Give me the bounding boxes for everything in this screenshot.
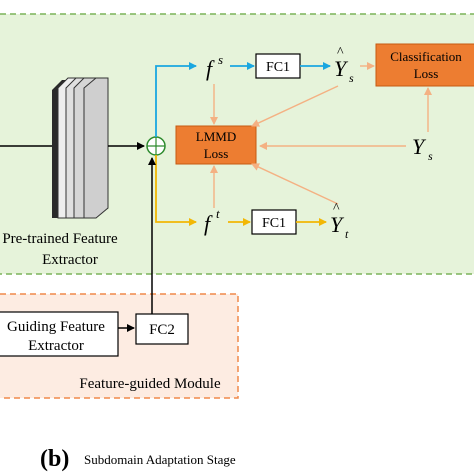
extractor-label-line2: Extractor	[42, 252, 98, 268]
fc2-box	[135, 313, 189, 345]
svg-text:Y: Y	[334, 56, 349, 81]
panel-letter: (b)	[40, 446, 69, 472]
classification-loss-line1: Classification	[390, 49, 462, 64]
guiding-extractor-line2: Extractor	[28, 338, 84, 354]
lmmd-loss-line1: LMMD	[196, 129, 236, 144]
svg-text:s: s	[349, 71, 354, 85]
source-ground-truth-label: Y s	[412, 134, 433, 163]
pretrained-extractor-stack	[52, 77, 109, 219]
guiding-extractor-line1: Guiding Feature	[7, 319, 105, 335]
predicted-target-label: Y ^ t	[330, 201, 349, 241]
source-feature-sup: s	[218, 52, 223, 67]
source-feature-label: f	[206, 56, 215, 81]
yhat-t-to-lmmd-arrow	[251, 163, 339, 205]
yhat-s-to-lmmd-arrow	[251, 85, 339, 127]
source-branch-arrow	[155, 62, 197, 137]
lmmd-loss-line2: Loss	[204, 146, 229, 161]
extractor-label-line1: Pre-trained Feature	[2, 231, 118, 247]
classification-loss-line2: Loss	[414, 66, 439, 81]
guiding-extractor-box	[0, 311, 119, 357]
fc2-label: FC2	[149, 322, 175, 338]
svg-text:^: ^	[333, 201, 340, 216]
predicted-source-label: Y ^ s	[334, 45, 354, 85]
target-feature-sup: t	[216, 206, 220, 221]
lmmd-loss-box	[175, 125, 257, 165]
fc1-top-box	[255, 53, 301, 79]
feature-sum-node	[146, 136, 166, 156]
svg-text:Y: Y	[330, 212, 345, 237]
svg-text:^: ^	[337, 45, 344, 60]
svg-text:Y: Y	[412, 134, 427, 159]
feature-guided-module-label: Feature-guided Module	[79, 376, 221, 392]
target-feature-label: f	[204, 211, 213, 236]
fc1-top-label: FC1	[266, 60, 290, 75]
fc1-bottom-label: FC1	[262, 216, 286, 231]
svg-text:t: t	[345, 227, 349, 241]
classification-loss-box	[375, 43, 474, 87]
stage-caption: Subdomain Adaptation Stage	[84, 452, 236, 467]
fc1-bottom-box	[251, 209, 297, 235]
target-branch-arrow	[155, 155, 197, 226]
svg-text:s: s	[428, 149, 433, 163]
